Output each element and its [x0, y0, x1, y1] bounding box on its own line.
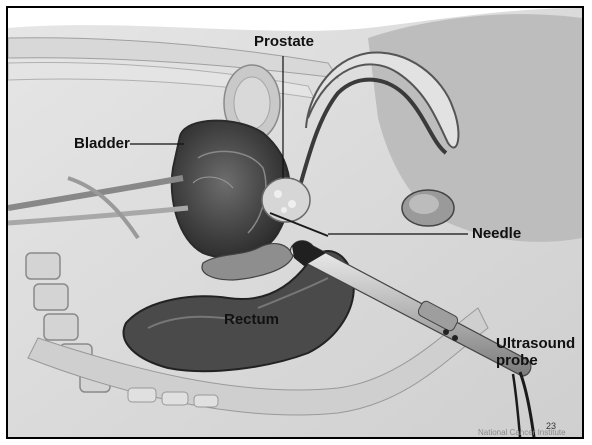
label-prostate: Prostate [254, 34, 314, 49]
label-probe: probe [496, 353, 538, 368]
prostate-gland [262, 178, 310, 222]
credit-text: National Cancer Institute [478, 428, 566, 437]
label-ultrasound: Ultrasound [496, 336, 575, 351]
illustration-frame: Prostate Bladder Needle Rectum Ultrasoun… [6, 6, 584, 439]
anatomy-illustration [8, 8, 582, 437]
label-bladder: Bladder [74, 136, 130, 151]
label-rectum: Rectum [224, 312, 279, 327]
label-needle: Needle [472, 226, 521, 241]
